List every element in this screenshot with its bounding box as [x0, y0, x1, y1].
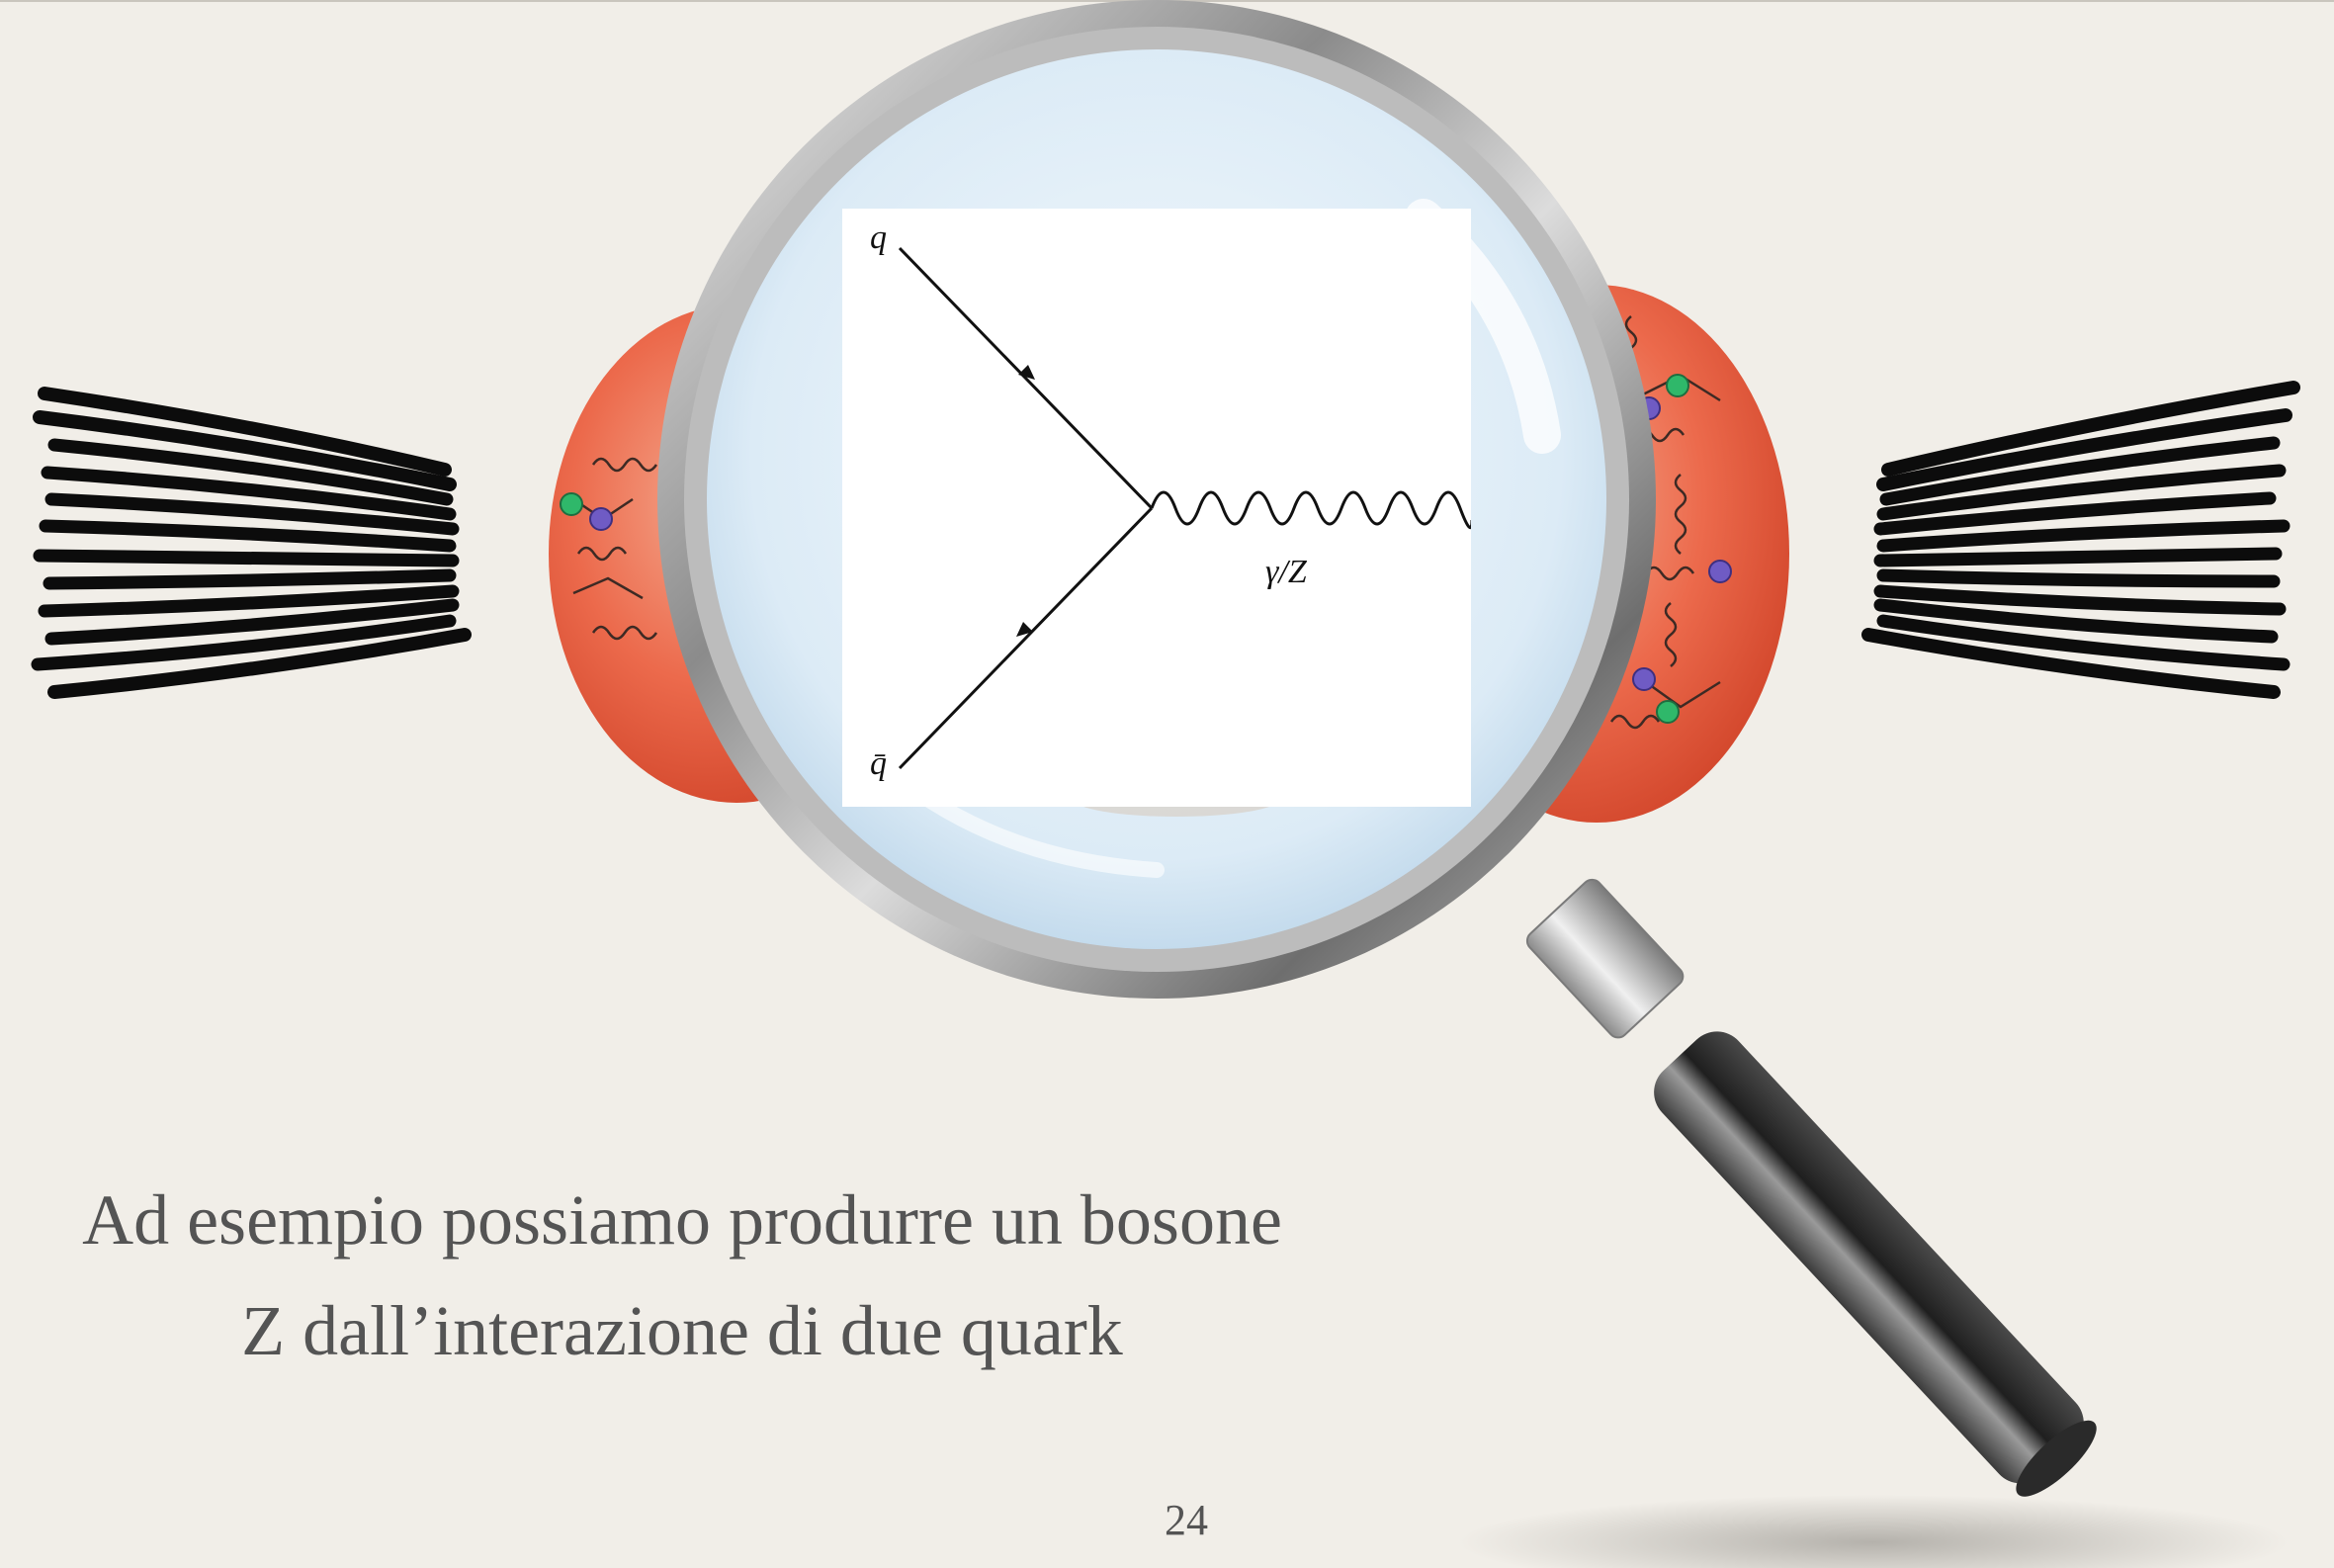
page-number: 24 [1165, 1496, 1208, 1544]
incoming-quark-label: q [870, 219, 887, 256]
right-particle-beam-icon [1861, 381, 2300, 699]
boson-label: γ/Z [1265, 554, 1308, 590]
left-particle-beam-icon [31, 387, 472, 699]
incoming-antiquark-label: q̄ [870, 745, 887, 782]
antiquark-arrow-icon [1016, 622, 1033, 637]
slide-caption: Ad esempio possiamo produrre un bosone Z… [0, 1165, 1404, 1386]
caption-line-2: Z dall’interazione di due quark [241, 1291, 1123, 1370]
boson-wavy-line [1150, 490, 1471, 530]
caption-line-1: Ad esempio possiamo produrre un bosone [82, 1180, 1282, 1260]
quark-arrow-icon [1018, 365, 1035, 380]
feynman-diagram: q q̄ γ/Z [842, 209, 1471, 807]
incoming-quark-line [898, 246, 1154, 510]
incoming-antiquark-line [898, 506, 1154, 770]
